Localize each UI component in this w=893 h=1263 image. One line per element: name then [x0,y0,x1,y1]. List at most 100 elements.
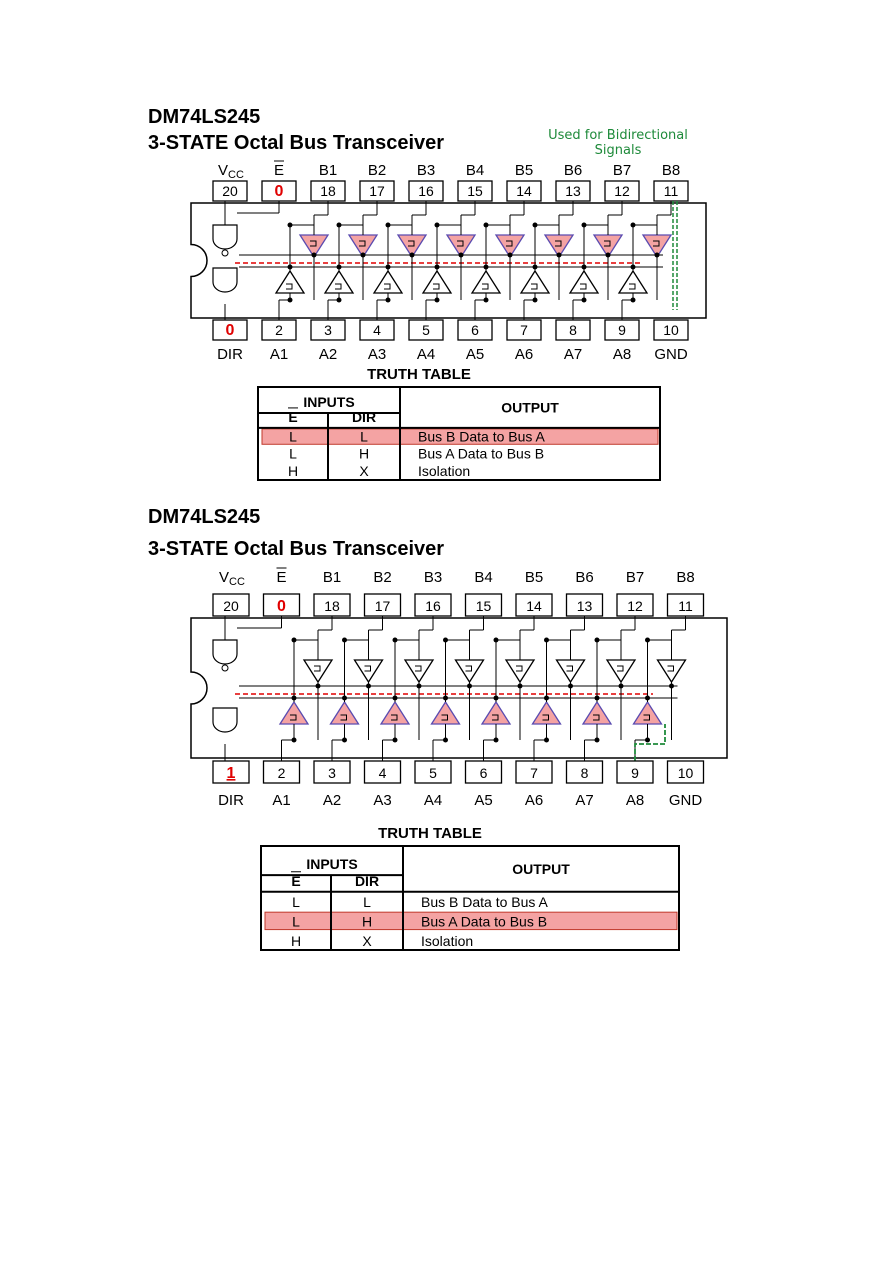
pin-label-top: B6 [564,162,582,179]
junction-dot [434,297,440,303]
col-output-header: OUTPUT [501,399,559,415]
junction-dot [342,737,347,743]
pin-label-bottom: A6 [525,792,543,809]
pin-label-bottom: A8 [626,792,644,809]
pin-box [262,760,301,784]
vcc-label: VCC [218,162,244,181]
junction-dot [443,637,448,643]
chip-body [190,202,707,319]
pin-label-top: B1 [323,569,341,586]
pin-label-bottom: A1 [270,346,288,363]
cell-e: H [288,463,298,479]
junction-dot [342,637,347,643]
pin-label-bottom: GND [654,346,688,363]
pin-label-top: B2 [368,162,386,179]
junction-dot [409,252,415,258]
pin-number: 6 [480,765,488,781]
schmitt-icon [290,714,297,721]
junction-dot [605,252,611,258]
pin-number: 3 [328,765,336,781]
pin-number: 13 [577,598,593,614]
pin-number: 20 [223,598,239,614]
pin-label-top: B4 [466,162,484,179]
junction-dot [360,252,366,258]
schmitt-icon [384,283,391,290]
schmitt-icon [359,240,366,247]
pin-number: 12 [627,598,643,614]
pin-box [555,319,591,341]
col-e-header: E [291,873,300,889]
cell-e: L [292,914,300,930]
col-dir-header: DIR [355,873,379,889]
schmitt-icon [457,240,464,247]
pin-number: 9 [631,765,639,781]
inputs-header: INPUTS [306,856,357,872]
pin-label-bottom: GND [669,792,703,809]
junction-dot [544,737,549,743]
pin-box [212,180,248,202]
part-number: DM74LS245 [148,106,261,128]
pin-number: 5 [429,765,437,781]
schmitt-icon [593,714,600,721]
pin-label-bottom: DIR [217,346,243,363]
pin-label-bottom: A2 [323,792,341,809]
pin-box [212,760,250,784]
pin-label-bottom: A2 [319,346,337,363]
junction-dot [483,222,489,228]
pin-label-top: E [274,162,284,179]
pin-label-bottom: A7 [564,346,582,363]
pin-box [408,319,444,341]
and-gate-upper [212,224,238,250]
pin-number: 3 [324,322,332,338]
pin-label-top: B7 [626,569,644,586]
pin-box [261,319,297,341]
cell-e: H [291,933,301,949]
junction-dot [645,737,650,743]
pin-box [212,319,248,341]
pin-number: 14 [516,183,532,199]
junction-dot [483,297,489,303]
pin-label-top: B1 [319,162,337,179]
junction-dot [392,737,398,743]
schmitt-icon [531,283,538,290]
pin-number: 12 [614,183,630,199]
pin-number: 18 [320,183,336,199]
diagram-title: 3-STATE Octal Bus Transceiver [148,132,445,154]
junction-dot [336,297,342,303]
junction-dot [581,222,587,228]
pin-number: 15 [467,183,483,199]
inputs-header: INPUTS [303,394,354,410]
truth-table-border [257,386,661,481]
and-gate-lower [212,267,238,293]
diagram-title: 3-STATE Octal Bus Transceiver [148,538,445,560]
junction-dot [385,264,391,270]
pin-box [604,319,640,341]
junction-dot [581,264,587,270]
pin-label-bottom: A3 [368,346,386,363]
cell-dir: H [362,914,372,930]
cell-e: L [289,428,297,444]
pin-number: 8 [581,765,589,781]
truth-table-title: TRUTH TABLE [367,366,471,383]
pin-number: 20 [222,183,238,199]
junction-dot [385,222,391,228]
pin-box [666,760,705,784]
pin-label-top: B7 [613,162,631,179]
pin-number: 0 [277,598,286,615]
junction-dot [434,222,440,228]
junction-dot [645,695,650,701]
inverter-bubble [221,664,229,672]
junction-dot [392,637,398,643]
junction-dot [581,297,587,303]
part-number: DM74LS245 [148,506,261,528]
pin-number: 1 [227,765,236,782]
pin-label-bottom: A5 [474,792,492,809]
pin-number: 4 [379,765,387,781]
junction-dot [594,737,600,743]
pin-number: 14 [526,598,542,614]
pin-box [310,319,346,341]
schmitt-icon [415,665,422,672]
cell-output: Bus B Data to Bus A [421,894,549,910]
pin-label-bottom: A7 [575,792,593,809]
schmitt-icon [408,240,415,247]
